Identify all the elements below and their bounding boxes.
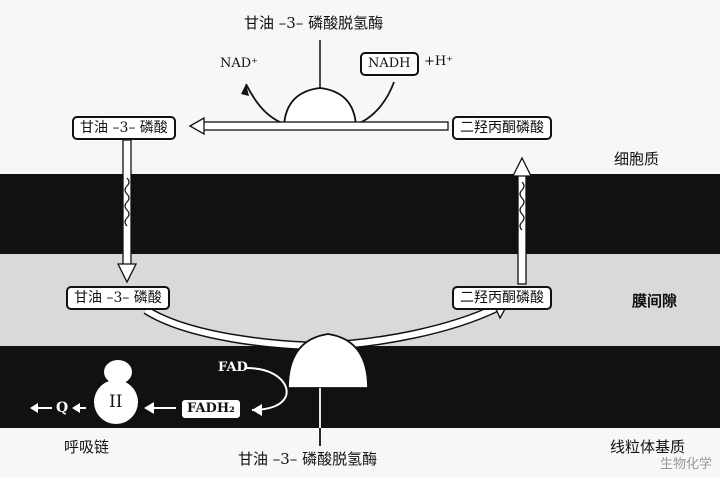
top-enzyme-label: 甘油 –3– 磷酸脱氢酶 bbox=[244, 14, 384, 32]
q-out-arrowhead bbox=[30, 403, 38, 413]
nad-arrowhead bbox=[241, 84, 249, 96]
g3p-top-box: 甘油 –3– 磷酸 bbox=[72, 116, 176, 140]
fadh2-to-ii-arrowhead bbox=[144, 402, 154, 414]
fad-label: FAD bbox=[218, 360, 248, 375]
top-hollow-arrowhead bbox=[188, 116, 205, 136]
right-up-arrowhead bbox=[511, 156, 533, 177]
left-down-arrow bbox=[122, 139, 132, 269]
top-hollow-arrow bbox=[199, 121, 449, 131]
nad-label: NAD⁺ bbox=[220, 56, 259, 71]
left-squiggle bbox=[124, 177, 130, 227]
right-up-arrow bbox=[517, 171, 527, 285]
dhap-top-box: 二羟丙酮磷酸 bbox=[452, 116, 552, 140]
bottom-enzyme-dome bbox=[287, 333, 369, 389]
fadh2-box: FADH₂ bbox=[180, 398, 242, 420]
dhap-mid-box: 二羟丙酮磷酸 bbox=[452, 286, 552, 310]
fad-arrowhead bbox=[252, 404, 262, 416]
g3p-mid-box: 甘油 –3– 磷酸 bbox=[66, 286, 170, 310]
q-label: Q bbox=[56, 400, 69, 416]
complex-ii-label: II bbox=[109, 392, 123, 412]
ii-to-q-arrowhead bbox=[72, 403, 80, 413]
intermembrane-label: 膜间隙 bbox=[632, 292, 678, 310]
right-squiggle bbox=[519, 181, 525, 231]
fad-curve bbox=[245, 367, 288, 411]
complex-ii-body bbox=[94, 380, 138, 424]
cytoplasm-label: 细胞质 bbox=[614, 150, 660, 168]
respiratory-chain-label: 呼吸链 bbox=[64, 438, 110, 456]
watermark: 生物化学 bbox=[659, 457, 712, 472]
outer-membrane bbox=[0, 174, 720, 254]
complex-ii-top bbox=[104, 360, 132, 384]
h-plus-label: +H⁺ bbox=[424, 54, 454, 69]
matrix-label: 线粒体基质 bbox=[610, 438, 686, 456]
left-down-arrowhead bbox=[116, 263, 138, 284]
top-enzyme-dome bbox=[283, 87, 357, 127]
nadh-box: NADH bbox=[360, 52, 419, 76]
bottom-enzyme-label: 甘油 –3– 磷酸脱氢酶 bbox=[238, 450, 378, 468]
